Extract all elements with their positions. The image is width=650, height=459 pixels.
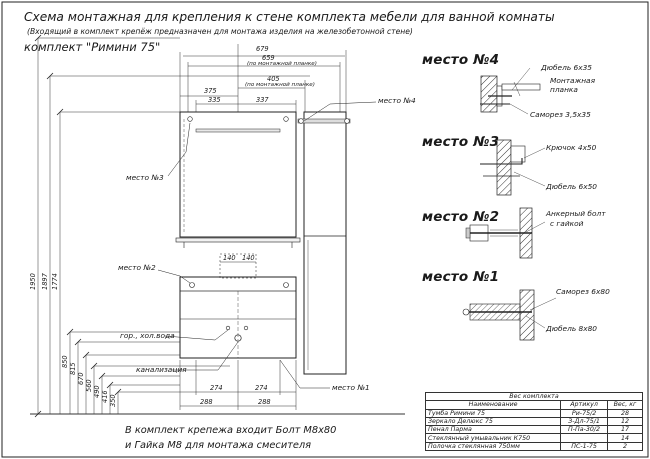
- page-title: Схема монтажная для крепления к стене ко…: [24, 10, 555, 24]
- dim-337: 337: [256, 96, 269, 104]
- detail-4: [480, 67, 541, 115]
- table-row: Стеклянный умывальник К750 14: [424, 433, 644, 443]
- dim-405: 405: [267, 75, 280, 83]
- detail-4-screw: Саморез 3,5х35: [530, 110, 591, 119]
- dim-405-note: (по монтажной планке): [245, 82, 315, 88]
- dim-375: 375: [204, 87, 217, 95]
- footer-note-1: В комплект крепежа входит Болт М8х80: [125, 425, 337, 436]
- dim-659-note: (по монтажной планке): [247, 61, 317, 67]
- col-header-weight: Вес, кг: [606, 400, 644, 410]
- mirror-screw-left: [187, 116, 193, 122]
- detail-1-dowel: Дюбель 8х80: [546, 324, 598, 333]
- dim-335: 335: [208, 96, 221, 104]
- bottom-dimension-lines: [179, 261, 297, 410]
- col-header-name: Наименование: [424, 400, 562, 410]
- row-name: Тумба Римини 75: [424, 408, 562, 418]
- footer-note-2: и Гайка М8 для монтажа смесителя: [125, 440, 312, 451]
- label-water: гор., хол.вода: [120, 331, 175, 340]
- row-article: Ри-75/2: [560, 408, 608, 418]
- label-mesto1: место №1: [332, 383, 370, 392]
- vdim-490: 490: [93, 385, 101, 398]
- front-leaders: [157, 101, 377, 389]
- pencil-screw-right: [344, 118, 350, 124]
- label-sewer: канализация: [136, 365, 187, 374]
- dim-288-right: 288: [258, 398, 271, 406]
- vanity-anchor-right: [283, 282, 289, 288]
- dim-140-right: 140: [242, 254, 255, 262]
- label-mesto4: место №4: [378, 96, 416, 105]
- vanity-cabinet: [179, 253, 297, 359]
- kit-name: комплект "Римини 75": [24, 40, 161, 54]
- label-mesto2: место №2: [118, 263, 156, 272]
- detail-3-hook: Крючок 4х50: [546, 143, 597, 152]
- water-pipe-left: [225, 325, 231, 331]
- pencil-cabinet: [297, 111, 351, 375]
- vanity-anchor-left: [189, 282, 195, 288]
- height-dimension-ticks: [34, 34, 122, 418]
- sewer-outlet: [234, 334, 242, 342]
- vdim-1774: 1774: [51, 273, 59, 290]
- row-weight: 2: [606, 441, 644, 452]
- row-name: Полочка стеклянная 750мм: [424, 441, 562, 452]
- vdim-1950: 1950: [29, 273, 37, 290]
- detail-2-bolt-1: Анкерный болт: [546, 209, 606, 218]
- vdim-416: 416: [101, 390, 109, 403]
- row-name: Зеркало Делюкс 75: [424, 416, 562, 427]
- glass-shelf: [175, 237, 301, 248]
- detail-2-bolt-2: с гайкой: [550, 219, 584, 228]
- table-row: Полочка стеклянная 750мм ПС-1-75 2: [424, 441, 644, 452]
- detail-2-title: место №2: [422, 209, 500, 225]
- vdim-815: 815: [69, 362, 77, 375]
- detail-4-title: место №4: [422, 52, 500, 68]
- dim-659: 659: [262, 54, 275, 62]
- table-row: Пенал Парма П-Па-30/2 17: [424, 425, 644, 435]
- row-weight: 28: [606, 408, 644, 418]
- detail-4-rail-1: Монтажная: [550, 76, 596, 85]
- table-row: Зеркало Делюкс 75 З-Дл-75/1 12: [424, 416, 644, 427]
- mirror: [179, 111, 297, 238]
- detail-3-title: место №3: [422, 134, 500, 150]
- dim-288-left: 288: [200, 398, 213, 406]
- vdim-850: 850: [61, 355, 69, 368]
- row-article: ПС-1-75: [560, 441, 608, 452]
- row-article: [560, 433, 608, 443]
- weight-table: Вес комплекта Наименование Артикул Вес, …: [424, 391, 644, 452]
- mirror-screw-right: [283, 116, 289, 122]
- detail-1: [462, 289, 557, 341]
- row-weight: 14: [606, 433, 644, 443]
- detail-1-screw: Саморез 6х80: [556, 287, 610, 296]
- page-subtitle: (Входящий в комплект крепёж предназначен…: [27, 27, 413, 36]
- vdim-560: 560: [85, 379, 93, 392]
- dim-274-left: 274: [210, 384, 223, 392]
- label-mesto3: место №3: [126, 173, 164, 182]
- weight-table-caption: Вес комплекта: [425, 391, 643, 402]
- row-article: П-Па-30/2: [560, 425, 608, 435]
- vdim-670: 670: [77, 372, 85, 385]
- row-name: Стеклянный умывальник К750: [424, 433, 562, 443]
- dim-679: 679: [256, 45, 269, 53]
- water-pipe-right: [243, 325, 249, 331]
- width-dimension-lines: [179, 44, 347, 112]
- vdim-1897: 1897: [41, 273, 49, 290]
- row-article: З-Дл-75/1: [560, 416, 608, 427]
- col-header-article: Артикул: [560, 400, 608, 410]
- weight-table-caption-row: Вес комплекта: [425, 391, 643, 402]
- dim-140-left: 140: [223, 254, 236, 262]
- detail-2: [465, 207, 546, 259]
- row-weight: 12: [606, 416, 644, 427]
- weight-table-header: Наименование Артикул Вес, кг: [424, 400, 644, 410]
- detail-4-rail-2: планка: [550, 85, 578, 94]
- table-row: Тумба Римини 75 Ри-75/2 28: [424, 408, 644, 418]
- dim-274-right: 274: [255, 384, 268, 392]
- detail-3-dowel: Дюбель 6х50: [546, 182, 598, 191]
- detail-3: [480, 139, 546, 196]
- vdim-350: 350: [109, 394, 117, 407]
- row-weight: 17: [606, 425, 644, 435]
- detail-4-dowel: Дюбель 6х35: [541, 63, 593, 72]
- pencil-screw-left: [298, 118, 304, 124]
- detail-1-title: место №1: [422, 269, 500, 285]
- row-name: Пенал Парма: [424, 425, 562, 435]
